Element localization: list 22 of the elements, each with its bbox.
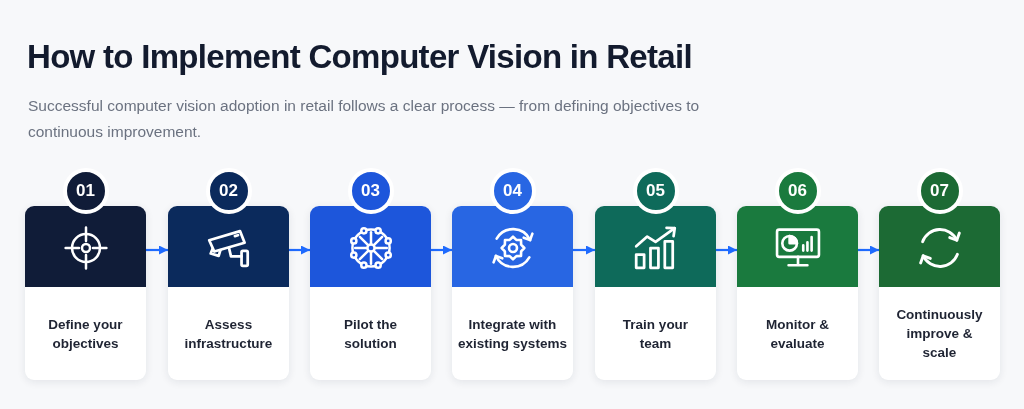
step-label: Train your team [621,315,690,353]
step-number: 03 [347,168,394,214]
step-label: Monitor & evaluate [765,315,830,353]
title: How to Implement Computer Vision in Retail [27,37,692,77]
step-label: Continuously improve & scale [895,306,984,362]
arrow [146,245,168,255]
step-number: 07 [916,168,963,214]
step-number: 01 [62,168,109,214]
arrow [431,245,452,255]
step-number: 04 [489,168,536,214]
step-label: Assess infrastructure [183,315,274,353]
step-label: Define your objectives [47,315,124,353]
arrow [716,245,737,255]
arrow [858,245,879,255]
step-number: 05 [632,168,679,214]
step-label: Pilot the solution [342,315,399,353]
step-label: Integrate with existing systems [457,315,568,353]
step-number: 02 [205,168,252,214]
arrow [573,245,595,255]
arrow [289,245,310,255]
subtitle: Successful computer vision adoption in retail follows a clear process — from defining objectives to continuous improvement. [28,96,701,142]
step-number: 06 [774,168,821,214]
